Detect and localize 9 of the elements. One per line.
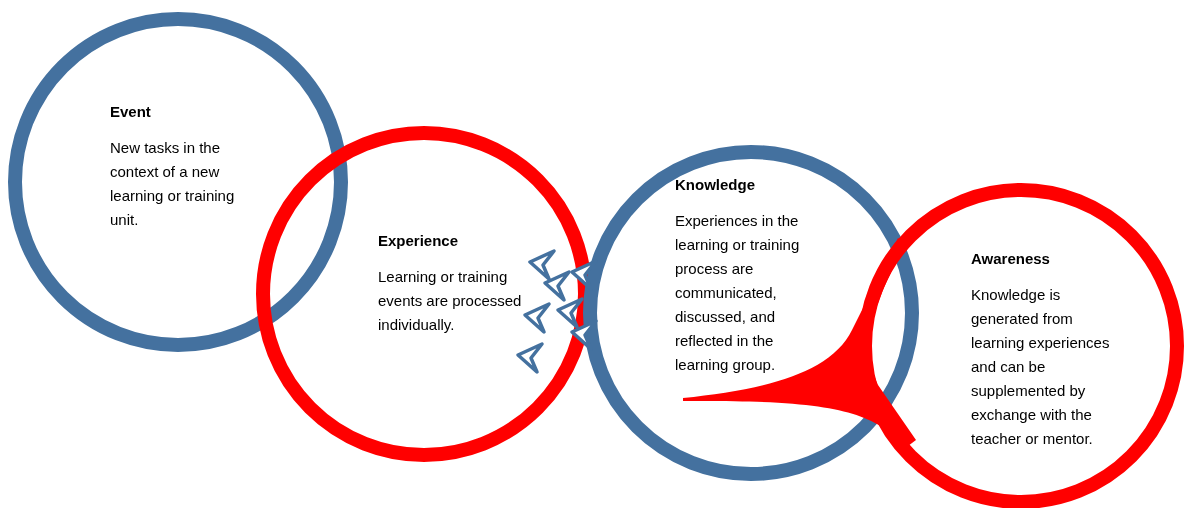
ring-node [8,12,348,352]
node-heading: Awareness [971,249,1051,269]
node-description: Learning or training events are processed individually. [378,267,523,335]
node-heading: Knowledge [675,175,756,195]
node-heading: Event [110,102,152,122]
node-description: New tasks in the context of a new learning or training unit. [110,138,236,230]
node-description: Experiences in the learning or training process are communicated, discussed, and reflected in the learning group. [675,211,801,375]
node-heading: Experience [378,231,460,251]
node-description: Knowledge is generated from learning experiences and can be supplemented by exchange with the teacher or mentor. [971,285,1111,449]
